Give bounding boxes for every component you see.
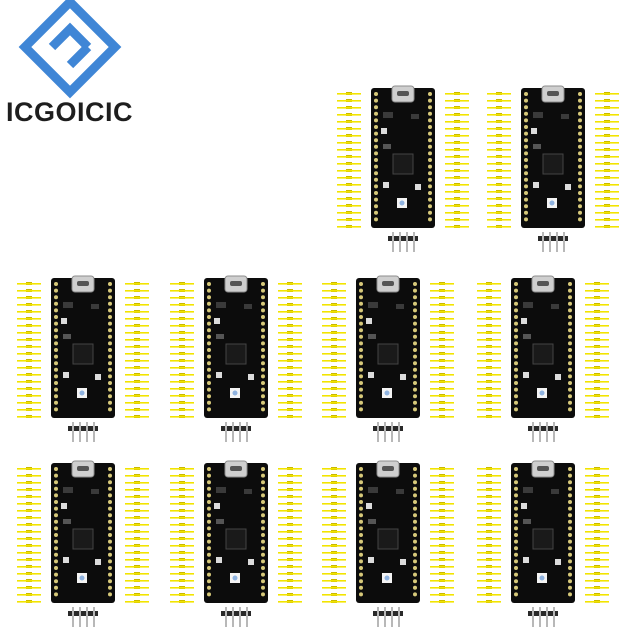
push-button xyxy=(216,372,222,378)
pin-header-strip xyxy=(477,467,501,603)
push-button xyxy=(61,503,67,509)
push-button xyxy=(555,374,561,380)
microcontroller-chip xyxy=(392,153,414,175)
microcontroller-chip xyxy=(225,528,247,550)
pin-header-strip xyxy=(595,92,619,228)
4-pin-header xyxy=(528,422,558,442)
push-button xyxy=(565,184,571,190)
push-button xyxy=(214,318,220,324)
pin-header-strip xyxy=(170,467,194,603)
microcontroller-board xyxy=(511,460,575,603)
microcontroller-board xyxy=(51,275,115,418)
push-button xyxy=(248,374,254,380)
microcontroller-board xyxy=(371,85,435,228)
push-button xyxy=(214,503,220,509)
push-button xyxy=(555,559,561,565)
microcontroller-chip xyxy=(532,528,554,550)
kit xyxy=(322,460,454,627)
kit xyxy=(17,275,149,442)
microcontroller-board xyxy=(356,275,420,418)
push-button xyxy=(61,318,67,324)
push-button xyxy=(95,374,101,380)
4-pin-header xyxy=(538,232,568,252)
kit xyxy=(337,85,469,252)
push-button xyxy=(533,182,539,188)
push-button xyxy=(216,557,222,563)
microcontroller-chip xyxy=(72,343,94,365)
push-button xyxy=(523,557,529,563)
push-button xyxy=(366,318,372,324)
push-button xyxy=(366,503,372,509)
push-button xyxy=(248,559,254,565)
microcontroller-board xyxy=(204,460,268,603)
push-button xyxy=(63,557,69,563)
4-pin-header xyxy=(221,607,251,627)
4-pin-header xyxy=(373,607,403,627)
microcontroller-chip xyxy=(377,343,399,365)
push-button xyxy=(95,559,101,565)
microcontroller-board xyxy=(204,275,268,418)
4-pin-header xyxy=(221,422,251,442)
kit xyxy=(477,275,609,442)
kit xyxy=(322,275,454,442)
pin-header-strip xyxy=(17,282,41,418)
4-pin-header xyxy=(68,607,98,627)
microcontroller-chip xyxy=(72,528,94,550)
pin-header-strip xyxy=(585,282,609,418)
pin-header-strip xyxy=(477,282,501,418)
icgoicic-logo-icon xyxy=(18,0,122,99)
pin-header-strip xyxy=(337,92,361,228)
pin-header-strip xyxy=(430,282,454,418)
push-button xyxy=(523,372,529,378)
pin-header-strip xyxy=(445,92,469,228)
microcontroller-chip xyxy=(542,153,564,175)
push-button xyxy=(415,184,421,190)
push-button xyxy=(521,318,527,324)
pin-header-strip xyxy=(278,282,302,418)
microcontroller-chip xyxy=(225,343,247,365)
push-button xyxy=(381,128,387,134)
microcontroller-board xyxy=(51,460,115,603)
pin-header-strip xyxy=(17,467,41,603)
push-button xyxy=(521,503,527,509)
pin-header-strip xyxy=(125,282,149,418)
pin-header-strip xyxy=(125,467,149,603)
microcontroller-board xyxy=(511,275,575,418)
4-pin-header xyxy=(373,422,403,442)
kit xyxy=(170,460,302,627)
pin-header-strip xyxy=(430,467,454,603)
pin-header-strip xyxy=(585,467,609,603)
pin-header-strip xyxy=(278,467,302,603)
kit xyxy=(477,460,609,627)
push-button xyxy=(383,182,389,188)
push-button xyxy=(400,559,406,565)
brand-name: ICGOICIC xyxy=(6,97,134,127)
push-button xyxy=(368,557,374,563)
microcontroller-chip xyxy=(532,343,554,365)
push-button xyxy=(531,128,537,134)
4-pin-header xyxy=(528,607,558,627)
pin-header-strip xyxy=(322,282,346,418)
push-button xyxy=(63,372,69,378)
kit xyxy=(170,275,302,442)
4-pin-header xyxy=(68,422,98,442)
microcontroller-board xyxy=(521,85,585,228)
pin-header-strip xyxy=(170,282,194,418)
microcontroller-board xyxy=(356,460,420,603)
kit xyxy=(17,460,149,627)
microcontroller-chip xyxy=(377,528,399,550)
pin-header-strip xyxy=(487,92,511,228)
push-button xyxy=(368,372,374,378)
push-button xyxy=(400,374,406,380)
4-pin-header xyxy=(388,232,418,252)
kit xyxy=(487,85,619,252)
pin-header-strip xyxy=(322,467,346,603)
brand-logo: ICGOICIC xyxy=(0,0,160,140)
